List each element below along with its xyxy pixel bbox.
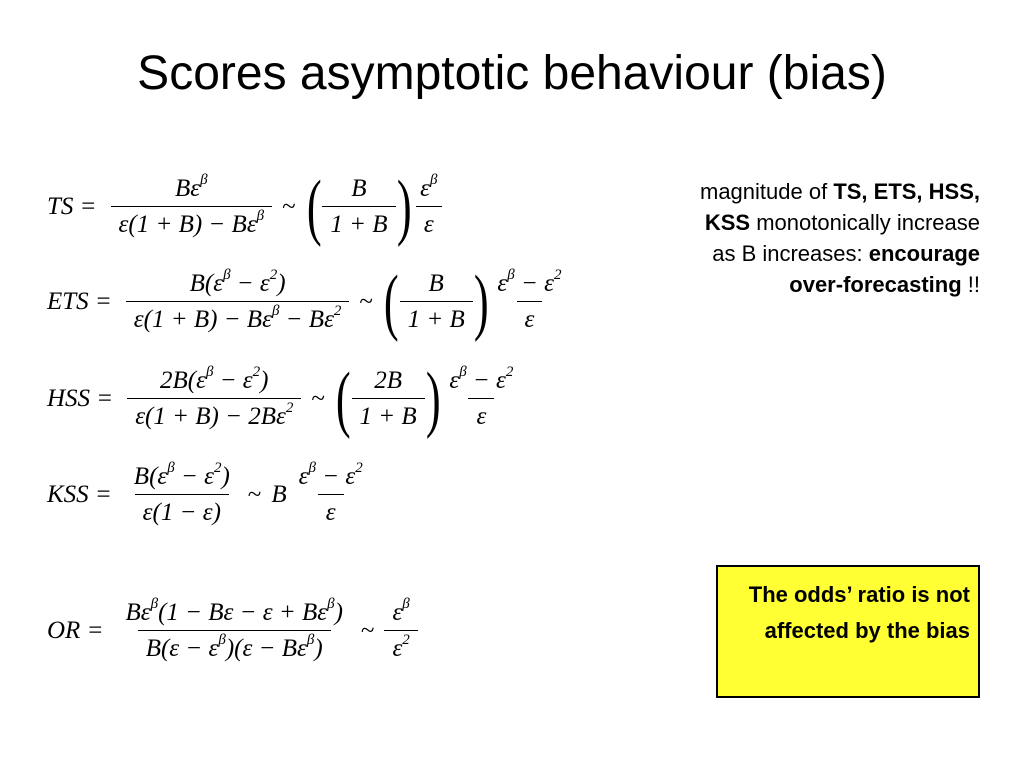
- equation-ts: TS = Bεβ ε(1 + B) − Bεβ ~ ( B 1 + B ) εβ…: [47, 170, 446, 244]
- equation-kss-fraction-1: B(εβ − ε2) ε(1 − ε): [133, 460, 230, 527]
- equation-hss-fraction-2: 2B 1 + B: [351, 366, 425, 432]
- side-note-scores: TS, ETS, HSS, KSS: [704, 179, 981, 235]
- equation-ets-fraction-2: B 1 + B: [399, 269, 473, 335]
- equation-hss-approx: ~: [311, 385, 325, 412]
- equation-ts-fraction-2: B 1 + B: [322, 174, 396, 240]
- equation-hss: HSS = 2B(εβ − ε2) ε(1 + B) − 2Bε2 ~ ( 2B…: [47, 362, 521, 436]
- equation-hss-fraction-1: 2B(εβ − ε2) ε(1 + B) − 2Bε2: [127, 365, 302, 432]
- side-note-emphasis: encourage over-forecasting: [789, 241, 980, 297]
- slide-title: Scores asymptotic behaviour (bias): [137, 47, 887, 100]
- equation-or-lhs: OR =: [47, 617, 104, 644]
- equation-kss-approx: ~: [247, 481, 262, 508]
- equation-ts-fraction-1: Bεβ ε(1 + B) − Bεβ: [110, 173, 273, 240]
- equation-or-approx: ~: [360, 617, 375, 644]
- equation-hss-lhs: HSS =: [47, 385, 114, 412]
- equation-ts-approx: ~: [282, 193, 296, 220]
- equation-ts-lhs: TS =: [47, 193, 97, 220]
- equation-ts-fraction-3: εβ ε: [412, 173, 445, 240]
- equation-kss-lhs: KSS =: [47, 481, 112, 508]
- equation-ets: ETS = B(εβ − ε2) ε(1 + B) − Bεβ − Bε2 ~ …: [47, 265, 570, 339]
- equation-ets-lhs: ETS =: [47, 288, 112, 315]
- equation-kss-fraction-2: εβ − ε2 ε: [298, 460, 363, 527]
- side-note: magnitude of TS, ETS, HSS, KSS monotonic…: [700, 179, 981, 297]
- odds-ratio-callout: The odds’ ratio is not affected by the b…: [716, 565, 980, 698]
- equation-or-fraction-2: εβ ε2: [384, 597, 418, 664]
- equation-or: OR = Bεβ(1 − Bε − ε + Bεβ) B(ε − εβ)(ε −…: [47, 596, 418, 664]
- equation-hss-fraction-3: εβ − ε2 ε: [449, 364, 514, 431]
- equation-ets-fraction-3: εβ − ε2 ε: [497, 267, 562, 334]
- equation-or-fraction-1: Bεβ(1 − Bε − ε + Bεβ) B(ε − εβ)(ε − Bεβ): [125, 596, 343, 663]
- equation-ets-approx: ~: [359, 288, 373, 315]
- equation-kss: KSS = B(εβ − ε2) ε(1 − ε) ~ B εβ − ε2 ε: [47, 460, 371, 528]
- equation-kss-factor: B: [271, 481, 287, 508]
- equation-ets-fraction-1: B(εβ − ε2) ε(1 + B) − Bεβ − Bε2: [125, 268, 350, 335]
